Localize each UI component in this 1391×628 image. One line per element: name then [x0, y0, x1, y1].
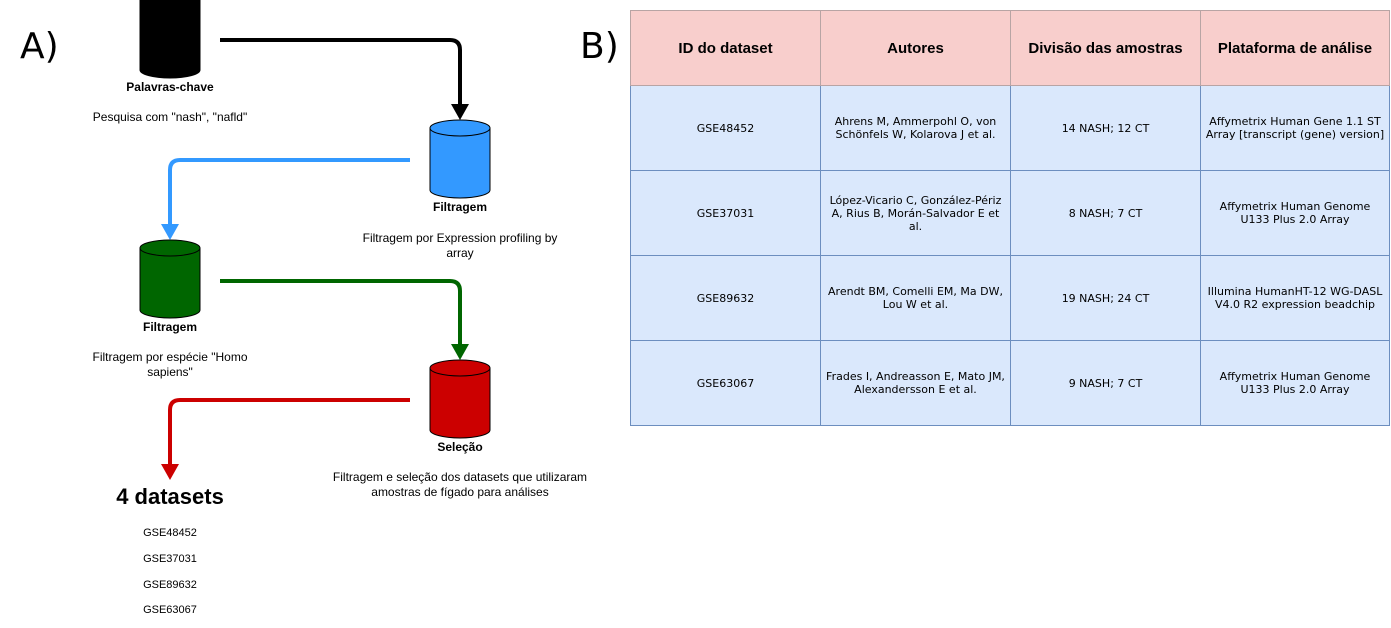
cell-platform: Affymetrix Human Gene 1.1 ST Array [tran… — [1200, 85, 1390, 171]
result-dataset: GSE63067 — [143, 604, 197, 616]
table-row: GSE63067 Frades I, Andreasson E, Mato JM… — [630, 340, 1390, 426]
header-id: ID do dataset — [630, 10, 821, 86]
table-row: GSE89632 Arendt BM, Comelli EM, Ma DW, L… — [630, 255, 1390, 341]
arrow-red — [161, 398, 410, 480]
header-platform: Plataforma de análise — [1200, 10, 1390, 86]
cell-id: GSE63067 — [630, 340, 821, 426]
cell-id: GSE37031 — [630, 170, 821, 256]
cell-id: GSE48452 — [630, 85, 821, 171]
step-4-name: Seleção — [437, 440, 483, 454]
cylinder-keywords — [139, 0, 201, 79]
result-title: 4 datasets — [116, 484, 224, 509]
header-authors: Autores — [820, 10, 1011, 86]
step-3-description: Filtragem por espécie "Homo sapiens" — [92, 350, 248, 379]
table-header-row: ID do dataset Autores Divisão das amostr… — [630, 10, 1390, 86]
cell-authors: Frades I, Andreasson E, Mato JM, Alexand… — [820, 340, 1011, 426]
result-dataset: GSE89632 — [143, 579, 197, 591]
panel-a-label: A) — [20, 26, 59, 67]
cell-platform: Illumina HumanHT-12 WG-DASL V4.0 R2 expr… — [1200, 255, 1390, 341]
arrow-blue — [161, 158, 410, 240]
arrow-green — [220, 279, 469, 360]
header-samples: Divisão das amostras — [1010, 10, 1201, 86]
table-row: GSE37031 López-Vicario C, González-Périz… — [630, 170, 1390, 256]
step-2-name: Filtragem — [432, 200, 487, 214]
step-4-description: Filtragem e seleção dos datasets que uti… — [332, 470, 588, 499]
step-1-description: Pesquisa com "nash", "nafld" — [92, 110, 248, 124]
flow-diagram — [139, 0, 491, 480]
panel-b-label: B) — [580, 26, 619, 67]
cell-platform: Affymetrix Human Genome U133 Plus 2.0 Ar… — [1200, 170, 1390, 256]
cell-authors: Arendt BM, Comelli EM, Ma DW, Lou W et a… — [820, 255, 1011, 341]
result-dataset: GSE37031 — [143, 553, 197, 565]
arrow-black — [220, 38, 469, 120]
table-row: GSE48452 Ahrens M, Ammerpohl O, von Schö… — [630, 85, 1390, 171]
step-2-description: Filtragem por Expression profiling by ar… — [362, 231, 558, 260]
cell-samples: 9 NASH; 7 CT — [1010, 340, 1201, 426]
cylinder-filter-array — [429, 119, 491, 199]
cylinder-selection — [429, 359, 491, 439]
cell-id: GSE89632 — [630, 255, 821, 341]
datasets-table: ID do dataset Autores Divisão das amostr… — [630, 10, 1390, 426]
step-3-name: Filtragem — [142, 320, 197, 334]
cylinder-filter-species — [139, 239, 201, 319]
cell-samples: 14 NASH; 12 CT — [1010, 85, 1201, 171]
cell-authors: Ahrens M, Ammerpohl O, von Schönfels W, … — [820, 85, 1011, 171]
cell-platform: Affymetrix Human Genome U133 Plus 2.0 Ar… — [1200, 340, 1390, 426]
cell-samples: 19 NASH; 24 CT — [1010, 255, 1201, 341]
result-dataset: GSE48452 — [143, 527, 197, 539]
step-1-name: Palavras-chave — [126, 80, 214, 94]
cell-samples: 8 NASH; 7 CT — [1010, 170, 1201, 256]
cell-authors: López-Vicario C, González-Périz A, Rius … — [820, 170, 1011, 256]
